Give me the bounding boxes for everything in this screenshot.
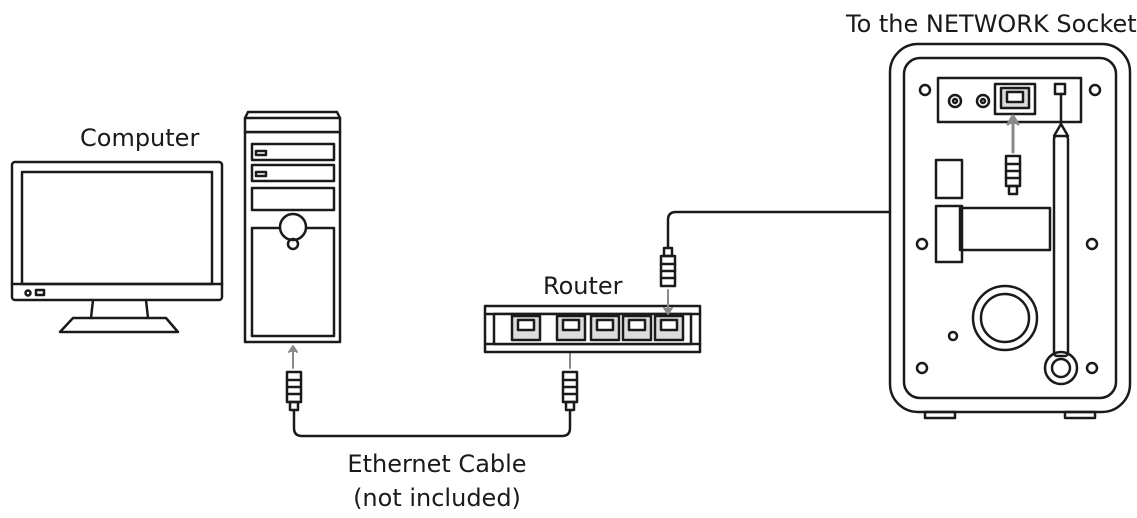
ethernet-plug-icon <box>285 370 303 412</box>
ethernet-plug-icon <box>561 370 579 412</box>
radio-speaker-icon <box>888 42 1132 420</box>
cable-note-label: (not included) <box>353 484 521 512</box>
ethernet-cable <box>292 408 572 438</box>
router-label: Router <box>543 272 623 300</box>
ethernet-plug-icon <box>659 246 677 288</box>
speaker-port-arrow <box>1006 114 1020 154</box>
pc-port-arrow <box>288 345 298 369</box>
pc-tower-icon <box>243 110 342 344</box>
computer-label: Computer <box>80 124 200 152</box>
router-icon <box>483 304 702 354</box>
ethernet-plug-icon <box>1004 154 1022 196</box>
network-socket-label: To the NETWORK Socket <box>846 10 1137 38</box>
monitor-icon <box>10 160 224 334</box>
ethernet-cable-label: Ethernet Cable <box>347 450 527 478</box>
router-uplink-arrow <box>663 289 673 315</box>
